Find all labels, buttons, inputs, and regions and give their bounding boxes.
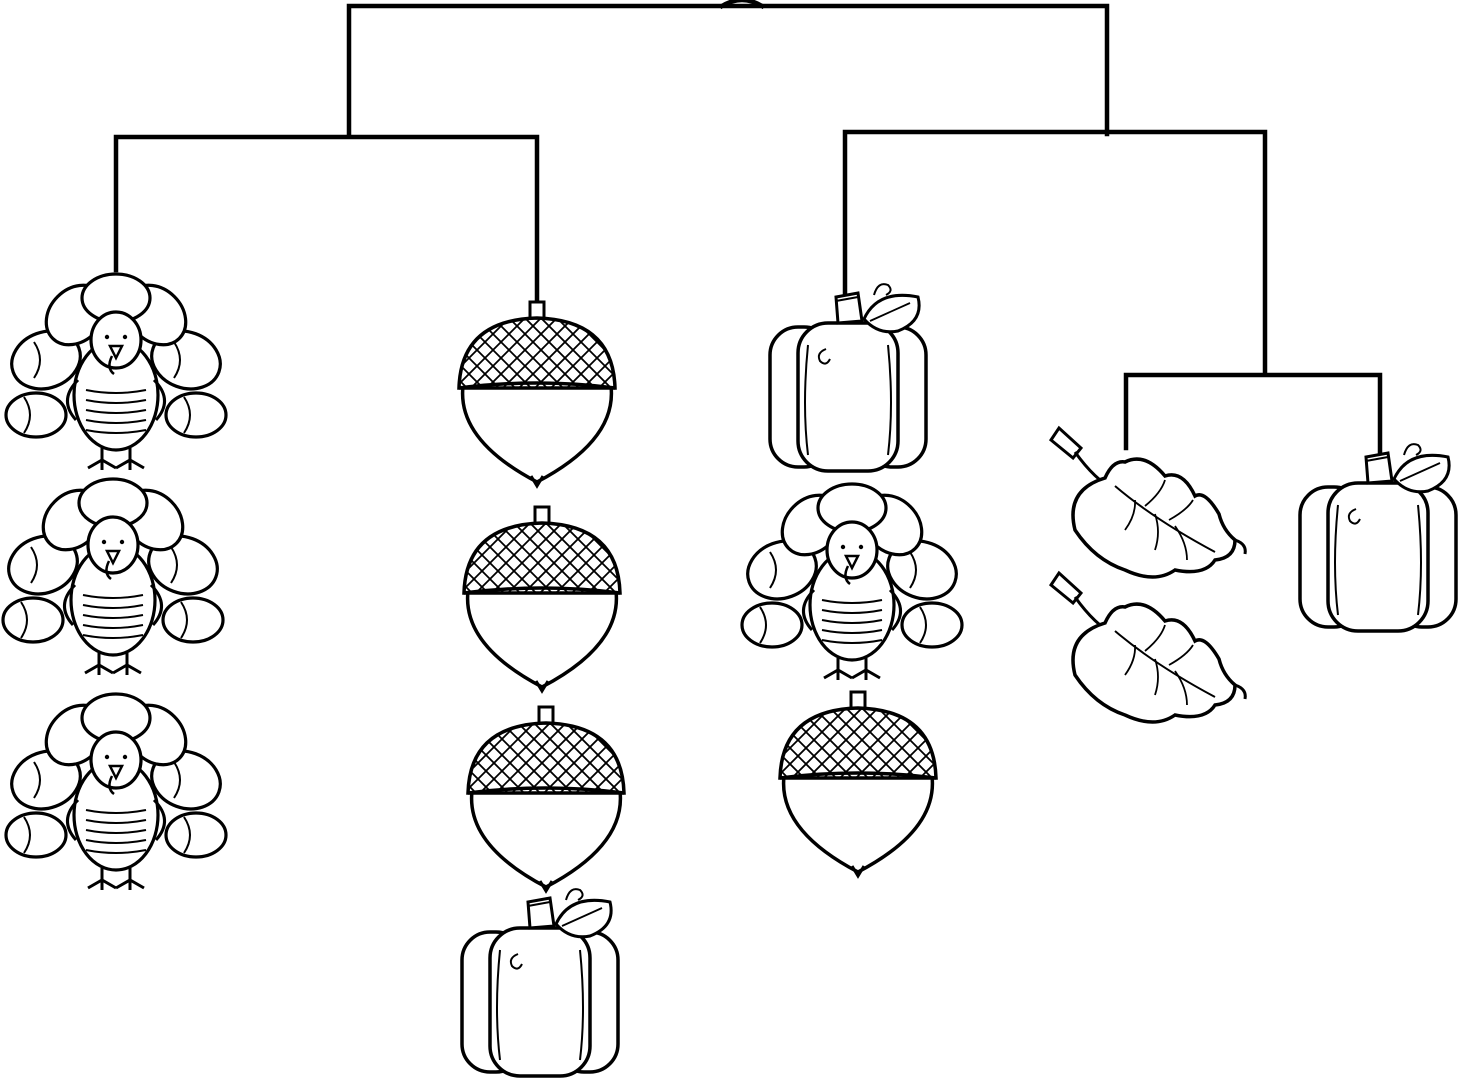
left-beam bbox=[113, 134, 540, 303]
turkey-icon bbox=[740, 482, 964, 680]
turkey-icon bbox=[1, 477, 225, 675]
acorn-icon bbox=[778, 690, 938, 879]
main-beam bbox=[346, 3, 1110, 137]
right-beam bbox=[842, 129, 1268, 376]
sub-beam bbox=[1123, 372, 1383, 455]
pumpkin-icon bbox=[768, 283, 928, 473]
mobile-items bbox=[1, 272, 1458, 1078]
turkey-icon bbox=[4, 692, 228, 890]
acorn-icon bbox=[462, 505, 622, 694]
leaf-icon bbox=[1048, 570, 1247, 724]
acorn-icon bbox=[466, 705, 626, 894]
leaf-icon bbox=[1048, 425, 1247, 579]
mobile-beams bbox=[113, 0, 1383, 455]
turkey-icon bbox=[4, 272, 228, 470]
acorn-icon bbox=[457, 300, 617, 489]
pumpkin-icon bbox=[460, 888, 620, 1078]
pumpkin-icon bbox=[1298, 443, 1458, 633]
